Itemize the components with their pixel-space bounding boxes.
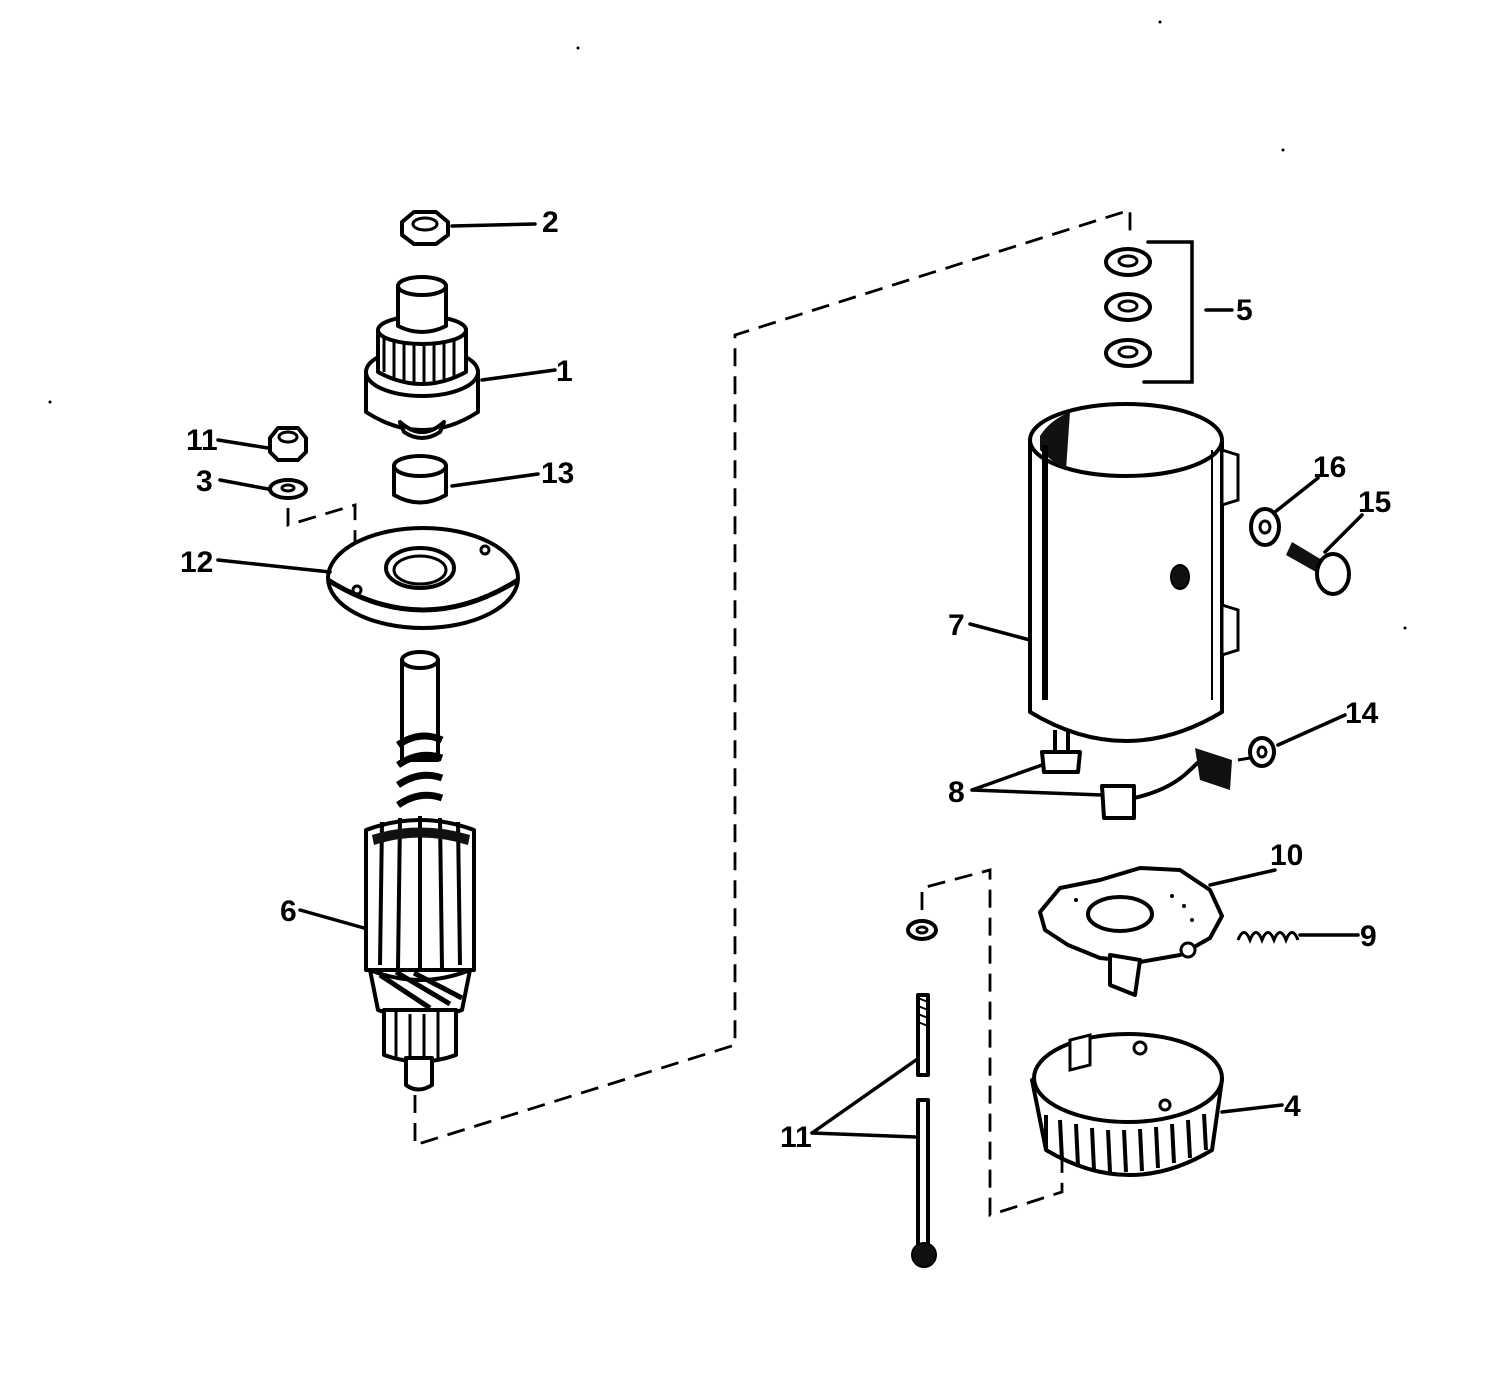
callout-10: 10 [1270, 839, 1303, 872]
callout-8: 8 [948, 776, 965, 809]
callout-1: 1 [556, 355, 573, 388]
callout-11-top: 11 [186, 424, 218, 457]
armature [364, 650, 476, 1092]
callout-11-bottom: 11 [780, 1121, 812, 1154]
callout-12: 12 [180, 546, 213, 579]
callout-15: 15 [1358, 486, 1391, 519]
scan-specks [48, 20, 1407, 630]
lock-washer [268, 478, 308, 500]
callout-14: 14 [1345, 697, 1379, 730]
callout-13: 13 [541, 457, 574, 490]
callout-numbers: 2 1 13 11 3 12 6 5 7 8 10 9 4 11 16 15 1… [180, 206, 1391, 1154]
brush-plate [1038, 866, 1224, 997]
end-cap [1030, 1032, 1224, 1177]
pinion-nut [400, 210, 450, 246]
callout-3: 3 [196, 465, 213, 498]
washer-16 [1249, 507, 1281, 547]
callout-4: 4 [1284, 1090, 1301, 1123]
callout-7: 7 [948, 609, 965, 642]
small-nut [268, 426, 308, 462]
frame-housing [1028, 402, 1240, 743]
callout-5: 5 [1236, 294, 1253, 327]
thru-bolts [906, 919, 938, 1268]
leader-lines [216, 222, 1364, 1139]
callout-16: 16 [1313, 451, 1346, 484]
callout-2: 2 [542, 206, 559, 239]
spacer [392, 454, 448, 505]
terminal-nut [1248, 736, 1276, 768]
drive-end-plate [326, 526, 520, 630]
thrust-washers [1104, 240, 1194, 384]
screw-15 [1286, 542, 1351, 596]
callout-9: 9 [1360, 920, 1377, 953]
callout-6: 6 [280, 895, 297, 928]
drive-pinion [364, 275, 480, 440]
brush-spring [1236, 931, 1300, 945]
brushes [1040, 730, 1251, 820]
